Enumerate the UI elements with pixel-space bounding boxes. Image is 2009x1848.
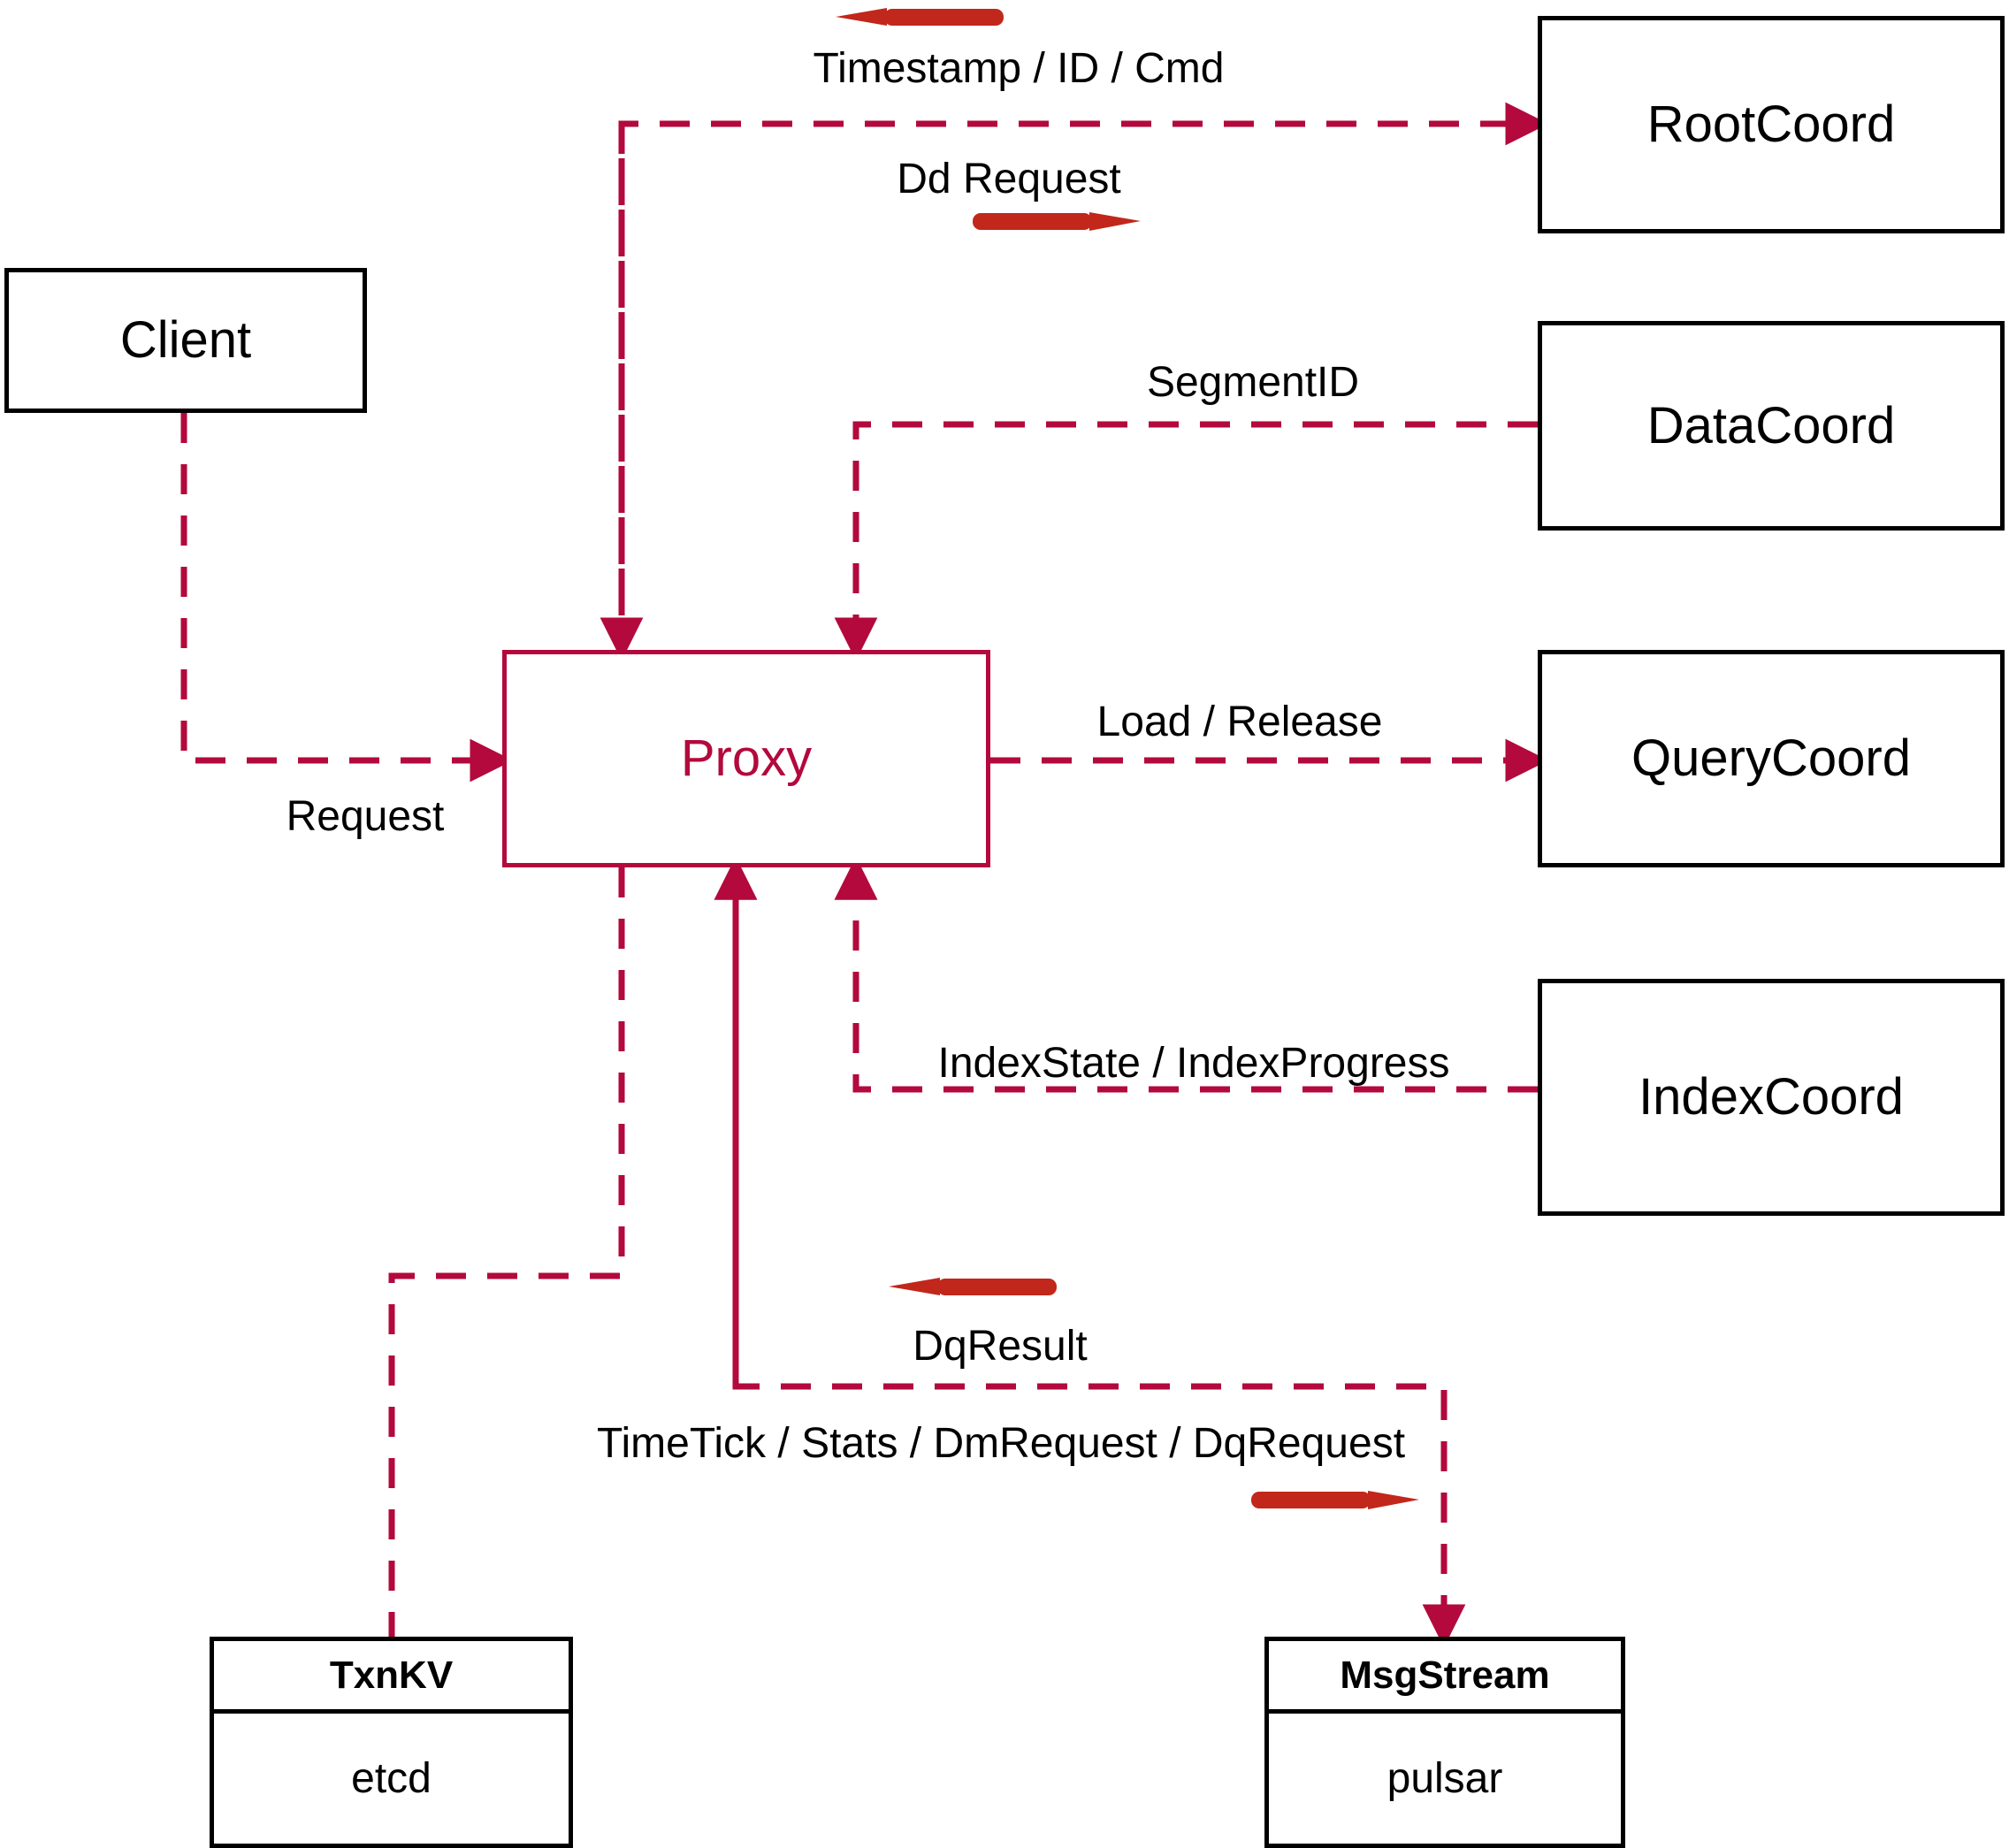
direction-arrow-timetick-right [1251, 1491, 1419, 1509]
node-rootcoord[interactable]: RootCoord [1538, 16, 2005, 233]
node-proxy-label: Proxy [680, 729, 813, 787]
node-querycoord-label: QueryCoord [1631, 729, 1911, 787]
direction-arrow-dd-request-right [973, 212, 1141, 231]
node-msgstream-header-label: MsgStream [1340, 1653, 1550, 1697]
edge-label-index-state: IndexState / IndexProgress [937, 1040, 1450, 1087]
edge-datacoord-to-proxy [834, 421, 1538, 661]
node-msgstream-body: pulsar [1269, 1714, 1621, 1844]
node-indexcoord[interactable]: IndexCoord [1538, 979, 2005, 1216]
node-proxy[interactable]: Proxy [502, 650, 990, 867]
direction-arrow-dqresult-left [889, 1278, 1057, 1295]
edge-proxy-to-txnkv [388, 867, 625, 1637]
edge-label-timestamp-id-cmd: Timestamp / ID / Cmd [813, 45, 1225, 92]
edge-label-dd-request: Dd Request [897, 156, 1121, 202]
node-txnkv[interactable]: TxnKV etcd [210, 1637, 573, 1848]
edge-indexcoord-to-proxy [834, 856, 1538, 1093]
node-txnkv-body-label: etcd [351, 1755, 432, 1802]
node-txnkv-header: TxnKV [214, 1641, 569, 1714]
node-rootcoord-label: RootCoord [1646, 95, 1896, 153]
edge-label-dq-result: DqResult [913, 1323, 1088, 1370]
edge-label-request: Request [286, 793, 445, 840]
edge-label-segment-id: SegmentID [1146, 359, 1360, 406]
node-msgstream-body-label: pulsar [1386, 1755, 1503, 1802]
node-msgstream-header: MsgStream [1269, 1641, 1621, 1714]
node-querycoord[interactable]: QueryCoord [1538, 650, 2005, 867]
edge-proxy-to-msgstream [732, 867, 1466, 1648]
node-txnkv-header-label: TxnKV [329, 1653, 454, 1697]
node-datacoord-label: DataCoord [1646, 396, 1896, 454]
node-msgstream[interactable]: MsgStream pulsar [1264, 1637, 1625, 1848]
edge-label-timetick-stats: TimeTick / Stats / DmRequest / DqRequest [596, 1420, 1406, 1467]
node-indexcoord-label: IndexCoord [1639, 1068, 1904, 1126]
node-client[interactable]: Client [4, 268, 367, 413]
node-txnkv-body: etcd [214, 1714, 569, 1844]
node-client-label: Client [119, 311, 252, 369]
edge-proxy-to-rootcoord [618, 102, 1549, 650]
edge-label-load-release: Load / Release [1096, 699, 1383, 745]
node-datacoord[interactable]: DataCoord [1538, 321, 2005, 531]
direction-arrow-timestamp-left [836, 8, 1004, 26]
edge-client-to-proxy [180, 413, 514, 783]
